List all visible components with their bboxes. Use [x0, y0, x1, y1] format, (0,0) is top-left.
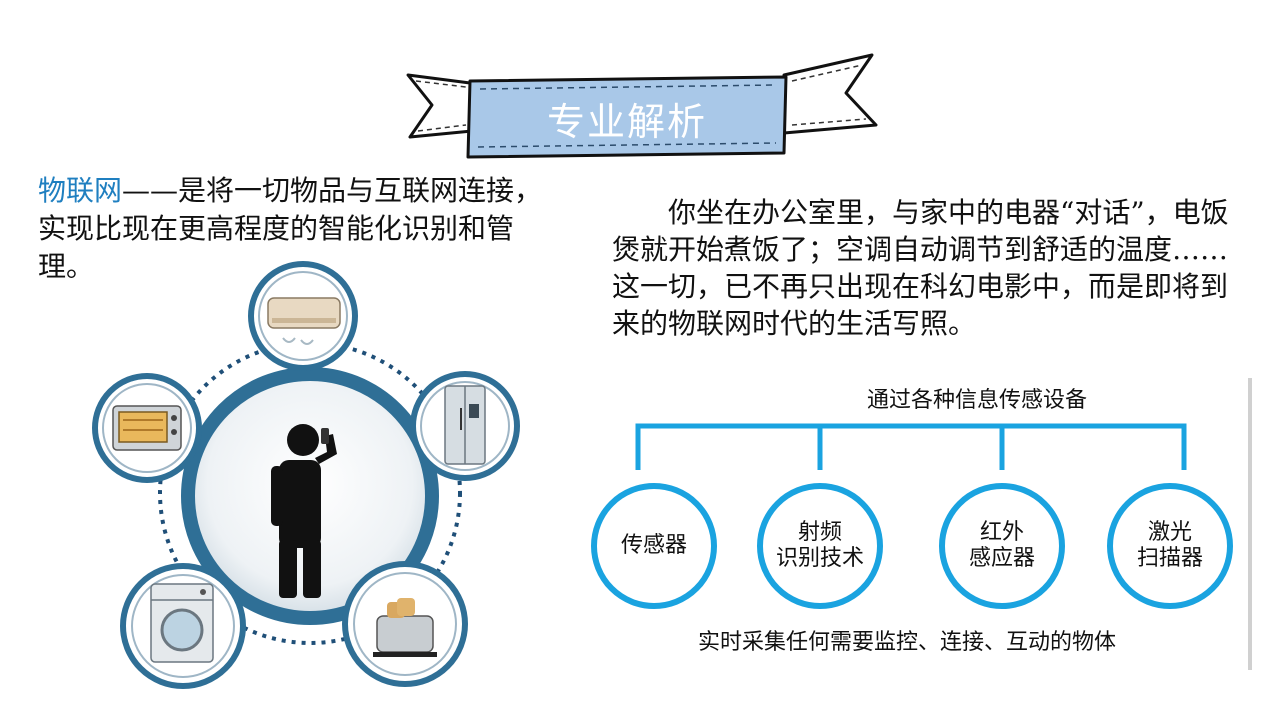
scenario-paragraph: 你坐在办公室里，与家中的电器“对话”，电饭煲就开始煮饭了；空调自动调节到舒适的温… [612, 196, 1229, 340]
connector-lines [591, 378, 1252, 670]
tech-node-infrared: 红外 感应器 [938, 482, 1066, 610]
sensing-devices-diagram: 通过各种信息传感设备 传感器 射频 识别技术 红外 感应器 激光 扫描器 实时采… [582, 378, 1252, 673]
washing-machine-icon [120, 563, 246, 689]
page-title: 专业解析 [546, 99, 707, 144]
tech-node-line1: 传感器 [620, 533, 687, 558]
iot-device-ring-diagram [92, 261, 520, 689]
tech-top-label: 通过各种信息传感设备 [866, 388, 1087, 413]
oven-icon [92, 373, 202, 483]
tech-node-line2: 识别技术 [775, 546, 864, 571]
tech-node-line1: 激光 [1147, 520, 1192, 545]
tech-node-rfid: 射频 识别技术 [756, 482, 884, 610]
tech-node-line2: 扫描器 [1136, 546, 1203, 571]
tech-node-line1: 射频 [797, 520, 842, 545]
tech-bottom-label: 实时采集任何需要监控、连接、互动的物体 [697, 630, 1116, 655]
tech-node-line2: 感应器 [968, 546, 1035, 571]
tech-node-laser: 激光 扫描器 [1106, 482, 1234, 610]
term-iot: 物联网 [38, 174, 123, 207]
tech-node-sensor: 传感器 [590, 482, 718, 610]
person-phone-icon [271, 424, 337, 598]
air-conditioner-icon [248, 261, 358, 371]
toaster-icon [342, 561, 468, 687]
intro-paragraph: 物联网——是将一切物品与互联网连接，实现比现在更高程度的智能化识别和管理。 [38, 172, 568, 286]
ribbon-banner [406, 53, 878, 159]
tech-node-line1: 红外 [979, 520, 1024, 545]
refrigerator-icon [410, 371, 520, 481]
term-definition: ——是将一切物品与互联网连接，实现比现在更高程度的智能化识别和管理。 [38, 174, 543, 283]
